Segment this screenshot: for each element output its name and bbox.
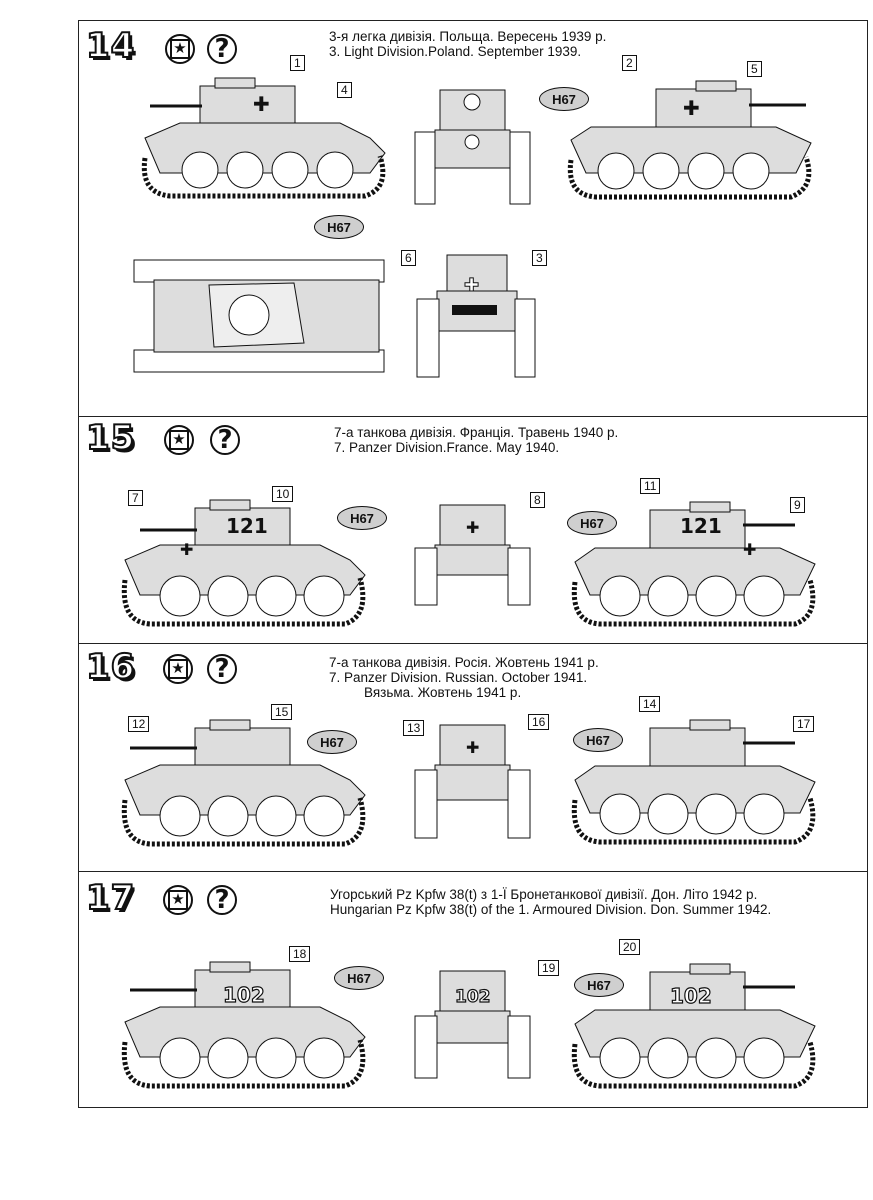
caption-en: Hungarian Pz Kpfw 38(t) of the 1. Armour… [330,902,772,917]
turret-number-marking: 121 [680,514,722,538]
section-caption: 7-а танкова дивізія. Росія. Жовтень 1941… [329,655,599,700]
decal-callout: 18 [289,946,311,962]
turret-number-marking: 102 [222,982,265,1007]
section-caption: Угорський Pz Kpfw 38(t) з 1-Ї Бронетанко… [330,887,771,917]
tank-front-view [414,89,531,205]
tank-right-side-view [571,501,816,627]
decal-callout: 12 [128,716,150,732]
turret-number-marking: 102 [454,986,491,1007]
decal-callout: 2 [622,55,637,71]
star-insignia-icon: ★ [164,425,194,455]
decal-callout: 15 [271,704,293,720]
instruction-sheet-frame [78,20,868,1108]
turret-number-marking: 102 [669,983,712,1008]
tank-front-view [414,504,531,606]
decal-callout: 4 [337,82,352,98]
balkenkreuz-marking: ✚ [466,738,480,757]
tank-front-view [414,724,531,839]
decal-callout: 6 [401,250,416,266]
balkenkreuz-marking: ✚ [463,275,480,297]
balkenkreuz-marking: ✚ [180,540,194,559]
paint-code-label: H67 [573,728,623,752]
decal-callout: 7 [128,490,143,506]
decal-callout: 17 [793,716,815,732]
decal-callout: 8 [530,492,545,508]
decal-callout: 13 [403,720,425,736]
section-16 [78,644,868,872]
balkenkreuz-marking: ✚ [253,92,270,116]
paint-code-label: H67 [567,511,617,535]
tank-left-side-view [121,499,366,627]
caption-ua: 7-а танкова дивізія. Росія. Жовтень 1941… [329,655,599,670]
section-number: 16 [85,646,136,688]
question-mark-icon: ? [210,425,240,455]
star-insignia-icon: ★ [165,34,195,64]
balkenkreuz-marking: ✚ [466,518,480,537]
caption-ua: Угорський Pz Kpfw 38(t) з 1-Ї Бронетанко… [330,887,758,902]
section-number: 14 [85,25,136,67]
balkenkreuz-marking: ✚ [683,96,700,120]
decal-callout: 16 [528,714,550,730]
decal-callout: 14 [639,696,661,712]
paint-code-label: H67 [574,973,624,997]
caption-ua: 3-я легка дивізія. Польща. Вересень 1939… [329,29,607,44]
decal-callout: 5 [747,61,762,77]
question-mark-icon: ? [207,885,237,915]
caption-en: 7. Panzer Division. Russian. October 194… [329,670,588,685]
decal-callout: 20 [619,939,641,955]
paint-code-label: H67 [314,215,364,239]
paint-code-label: H67 [337,506,387,530]
tank-front-view [414,970,531,1079]
decal-callout: 1 [290,55,305,71]
paint-code-label: H67 [539,87,589,111]
tank-right-side-view [571,719,816,845]
tank-right-side-view [571,963,816,1089]
star-insignia-icon: ★ [163,885,193,915]
decal-callout: 3 [532,250,547,266]
section-14 [78,20,868,417]
question-mark-icon: ? [207,34,237,64]
section-caption: 7-а танкова дивізія. Франція. Травень 19… [334,425,618,455]
caption-location: Вязьма. Жовтень 1941 р. [364,685,522,700]
paint-code-label: H67 [334,966,384,990]
decal-callout: 9 [790,497,805,513]
section-caption: 3-я легка дивізія. Польща. Вересень 1939… [329,29,606,59]
section-number: 15 [85,417,136,459]
caption-ua: 7-а танкова дивізія. Франція. Травень 19… [334,425,619,440]
section-number: 17 [85,877,136,919]
question-mark-icon: ? [207,654,237,684]
tank-left-side-view [121,961,366,1089]
paint-code-label: H67 [307,730,357,754]
decal-callout: 19 [538,960,560,976]
star-insignia-icon: ★ [163,654,193,684]
section-15 [78,417,868,644]
tank-right-side-view [567,80,812,200]
tank-top-view [133,259,385,373]
decal-callout: 10 [272,486,294,502]
turret-number-marking: 121 [226,514,268,538]
tank-rear-view [416,254,536,378]
tank-left-side-view [141,77,386,199]
balkenkreuz-marking: ✚ [743,540,757,559]
caption-en: 3. Light Division.Poland. September 1939… [329,44,582,59]
caption-en: 7. Panzer Division.France. May 1940. [334,440,560,455]
decal-callout: 11 [640,478,661,494]
tank-left-side-view [121,719,366,847]
